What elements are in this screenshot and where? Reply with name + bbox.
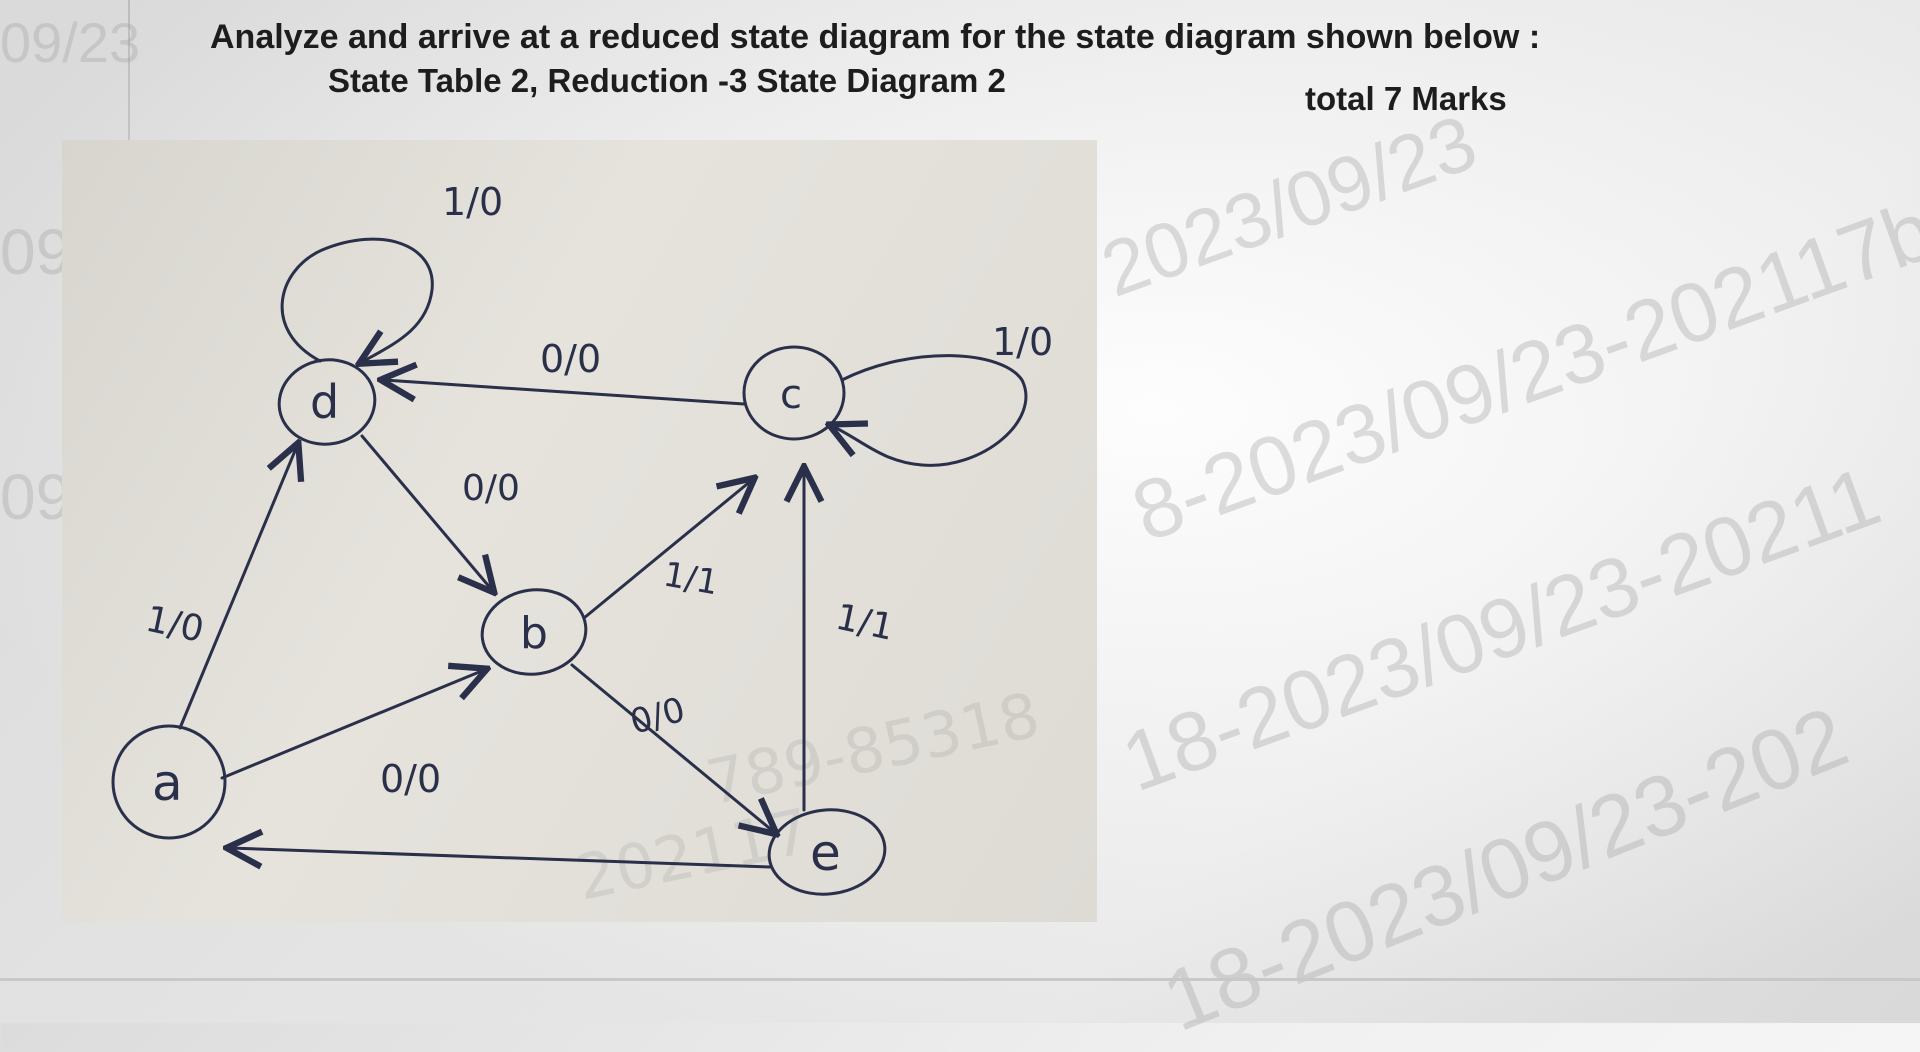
state-b-node: [480, 588, 588, 676]
transition-b-e: [570, 663, 774, 832]
transition-b-c: [582, 480, 752, 620]
transition-a-b: [220, 670, 484, 780]
transition-e-a: [230, 848, 772, 867]
transition-d-d: [280, 237, 434, 362]
state-diagram-svg: 789-85318 202117: [111, 180, 1053, 915]
transition-label-a-b: 0/0: [380, 757, 441, 801]
state-d-label: d: [310, 375, 339, 429]
state-c-label: c: [780, 372, 802, 418]
transition-label-d-b: 0/0: [462, 468, 520, 509]
transition-label-e-c: 1/1: [832, 597, 897, 649]
transition-label-a-d: 1/0: [142, 599, 207, 651]
state-diagram: 789-85318 202117: [62, 140, 1097, 922]
transition-label-c-c: 1/0: [992, 320, 1053, 364]
transition-label-d-d: 1/0: [442, 180, 503, 224]
state-b-label: b: [520, 608, 548, 659]
page-bottom-rule: [0, 978, 1920, 981]
state-a-node: [111, 724, 227, 840]
watermark-text: 789-85318: [700, 678, 1046, 820]
watermark-text: 09/23: [0, 11, 141, 74]
question-subtitle: State Table 2, Reduction -3 State Diagra…: [328, 62, 1006, 99]
state-e-label: e: [810, 824, 841, 882]
state-e-node: [767, 808, 887, 896]
state-c-node: [742, 345, 846, 441]
marks-label: total 7 Marks: [1305, 80, 1507, 117]
watermark-text: 202117: [570, 794, 817, 915]
transition-c-c: [832, 354, 1028, 467]
transition-a-d: [178, 446, 297, 730]
transition-label-b-c: 1/1: [660, 554, 721, 603]
transition-label-b-e: 0/0: [626, 690, 689, 743]
transition-c-d: [384, 380, 746, 406]
state-a-label: a: [152, 754, 183, 812]
transition-d-b: [360, 434, 492, 590]
transition-label-c-d: 0/0: [540, 337, 601, 381]
question-title: Analyze and arrive at a reduced state di…: [210, 18, 1541, 56]
